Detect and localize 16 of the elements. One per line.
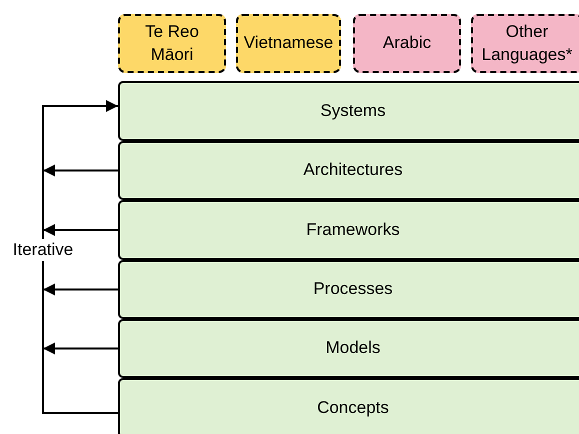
language-box: Arabic <box>353 14 461 73</box>
arrow <box>43 224 118 236</box>
language-box: Vietnamese <box>236 14 341 73</box>
layer-box: Models <box>118 319 579 378</box>
language-box: Other Languages* <box>471 14 579 73</box>
edge-label: Iterative <box>12 238 74 260</box>
layer-box: Frameworks <box>118 200 579 260</box>
arrow <box>43 284 118 296</box>
arrow <box>43 342 118 354</box>
layer-box: Systems <box>118 81 579 141</box>
language-box: Te Reo Māori <box>118 14 226 73</box>
arrow <box>43 164 118 176</box>
layer-box: Architectures <box>118 141 579 200</box>
arrow <box>42 100 118 414</box>
layer-box: Processes <box>118 260 579 319</box>
layer-box: Concepts <box>118 378 579 434</box>
